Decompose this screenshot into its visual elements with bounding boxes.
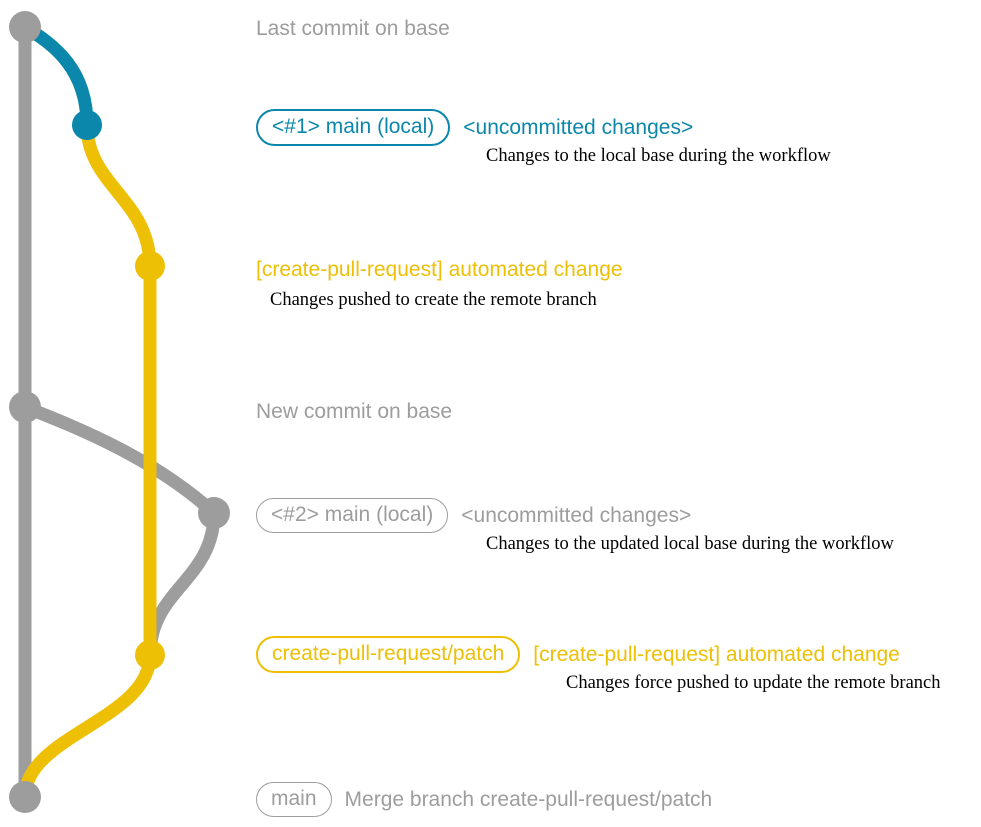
branch-badge-local-1[interactable]: <#1> main (local) bbox=[256, 108, 451, 146]
commit-row-patch-commit-2: create-pull-request/patch [create-pull-r… bbox=[256, 635, 900, 673]
commit-node-local-1[interactable] bbox=[72, 110, 102, 140]
commit-node-patch-1[interactable] bbox=[135, 251, 165, 281]
commit-node-patch-2[interactable] bbox=[135, 640, 165, 670]
commit-message: <uncommitted changes> bbox=[461, 503, 692, 527]
commit-row-patch-commit-1: [create-pull-request] automated change bbox=[256, 254, 623, 284]
commit-detail-local-1: Changes to the local base during the wor… bbox=[486, 146, 831, 166]
patch-branch-line bbox=[80, 118, 157, 662]
commit-row-merge-commit: main Merge branch create-pull-request/pa… bbox=[256, 781, 712, 817]
local2-to-merge-line bbox=[143, 506, 221, 662]
commit-message: Merge branch create-pull-request/patch bbox=[344, 787, 713, 811]
patch-merge-line bbox=[18, 648, 157, 804]
commit-node-local-2[interactable] bbox=[198, 497, 230, 529]
commit-message: New commit on base bbox=[256, 399, 453, 423]
branch-badge-local-2[interactable]: <#2> main (local) bbox=[256, 497, 449, 533]
commit-row-local-commit-1: <#1> main (local) <uncommitted changes> bbox=[256, 108, 694, 146]
branch-graph bbox=[9, 11, 230, 813]
branch-badge-patch[interactable]: create-pull-request/patch bbox=[256, 635, 521, 673]
commit-message: [create-pull-request] automated change bbox=[256, 257, 623, 281]
commit-node-base-3[interactable] bbox=[9, 781, 41, 813]
commit-message: Last commit on base bbox=[256, 16, 450, 40]
commit-message: [create-pull-request] automated change bbox=[533, 642, 900, 666]
commit-row-new-commit-on-base: New commit on base bbox=[256, 396, 452, 426]
commit-message: <uncommitted changes> bbox=[463, 115, 694, 139]
commit-row-last-commit-on-base: Last commit on base bbox=[256, 13, 450, 43]
local1-branch-line bbox=[18, 20, 94, 132]
commit-detail-patch-2: Changes force pushed to update the remot… bbox=[566, 673, 941, 693]
commit-node-base-2[interactable] bbox=[9, 391, 41, 423]
commit-node-base-1[interactable] bbox=[9, 11, 41, 43]
commit-row-local-commit-2: <#2> main (local) <uncommitted changes> bbox=[256, 497, 691, 533]
commit-detail-patch-1: Changes pushed to create the remote bran… bbox=[270, 290, 597, 310]
base-to-local2-line bbox=[18, 400, 221, 520]
branch-badge-main[interactable]: main bbox=[256, 781, 332, 817]
commit-detail-local-2: Changes to the updated local base during… bbox=[486, 534, 894, 554]
